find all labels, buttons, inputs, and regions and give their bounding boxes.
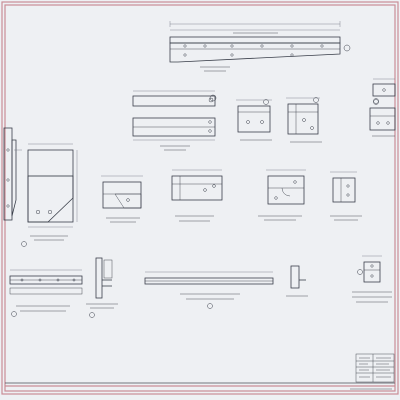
drawing-bracket-left-large	[21, 143, 78, 247]
drawing-flat-plate-long	[132, 117, 216, 151]
drawing-threaded-bar-center	[144, 271, 274, 309]
drawing-threaded-bar-left	[9, 269, 83, 317]
drawing-angle-post-left	[86, 257, 118, 318]
inner-border	[4, 4, 396, 392]
title-block	[355, 353, 395, 383]
drawing-plate-right-top	[372, 78, 396, 104]
drawing-long-angle-elevation	[169, 21, 351, 72]
drawing-plate-bracket-center-right	[286, 97, 322, 143]
drawing-gusset-left-small	[3, 127, 22, 221]
drawing-flat-plate-upper-left	[132, 90, 217, 107]
drawing-clip-plate-a	[101, 175, 143, 223]
drawing-small-clip-bottom	[286, 265, 308, 297]
drawing-clip-plate-d	[330, 171, 362, 221]
drawing-clip-plate-b	[171, 169, 223, 222]
drawing-angle-bracket-center	[236, 99, 272, 141]
drawing-bracket-bottom-right	[352, 255, 392, 303]
drawing-clip-plate-c	[258, 169, 306, 221]
drawing-plate-right-mid	[369, 99, 396, 137]
